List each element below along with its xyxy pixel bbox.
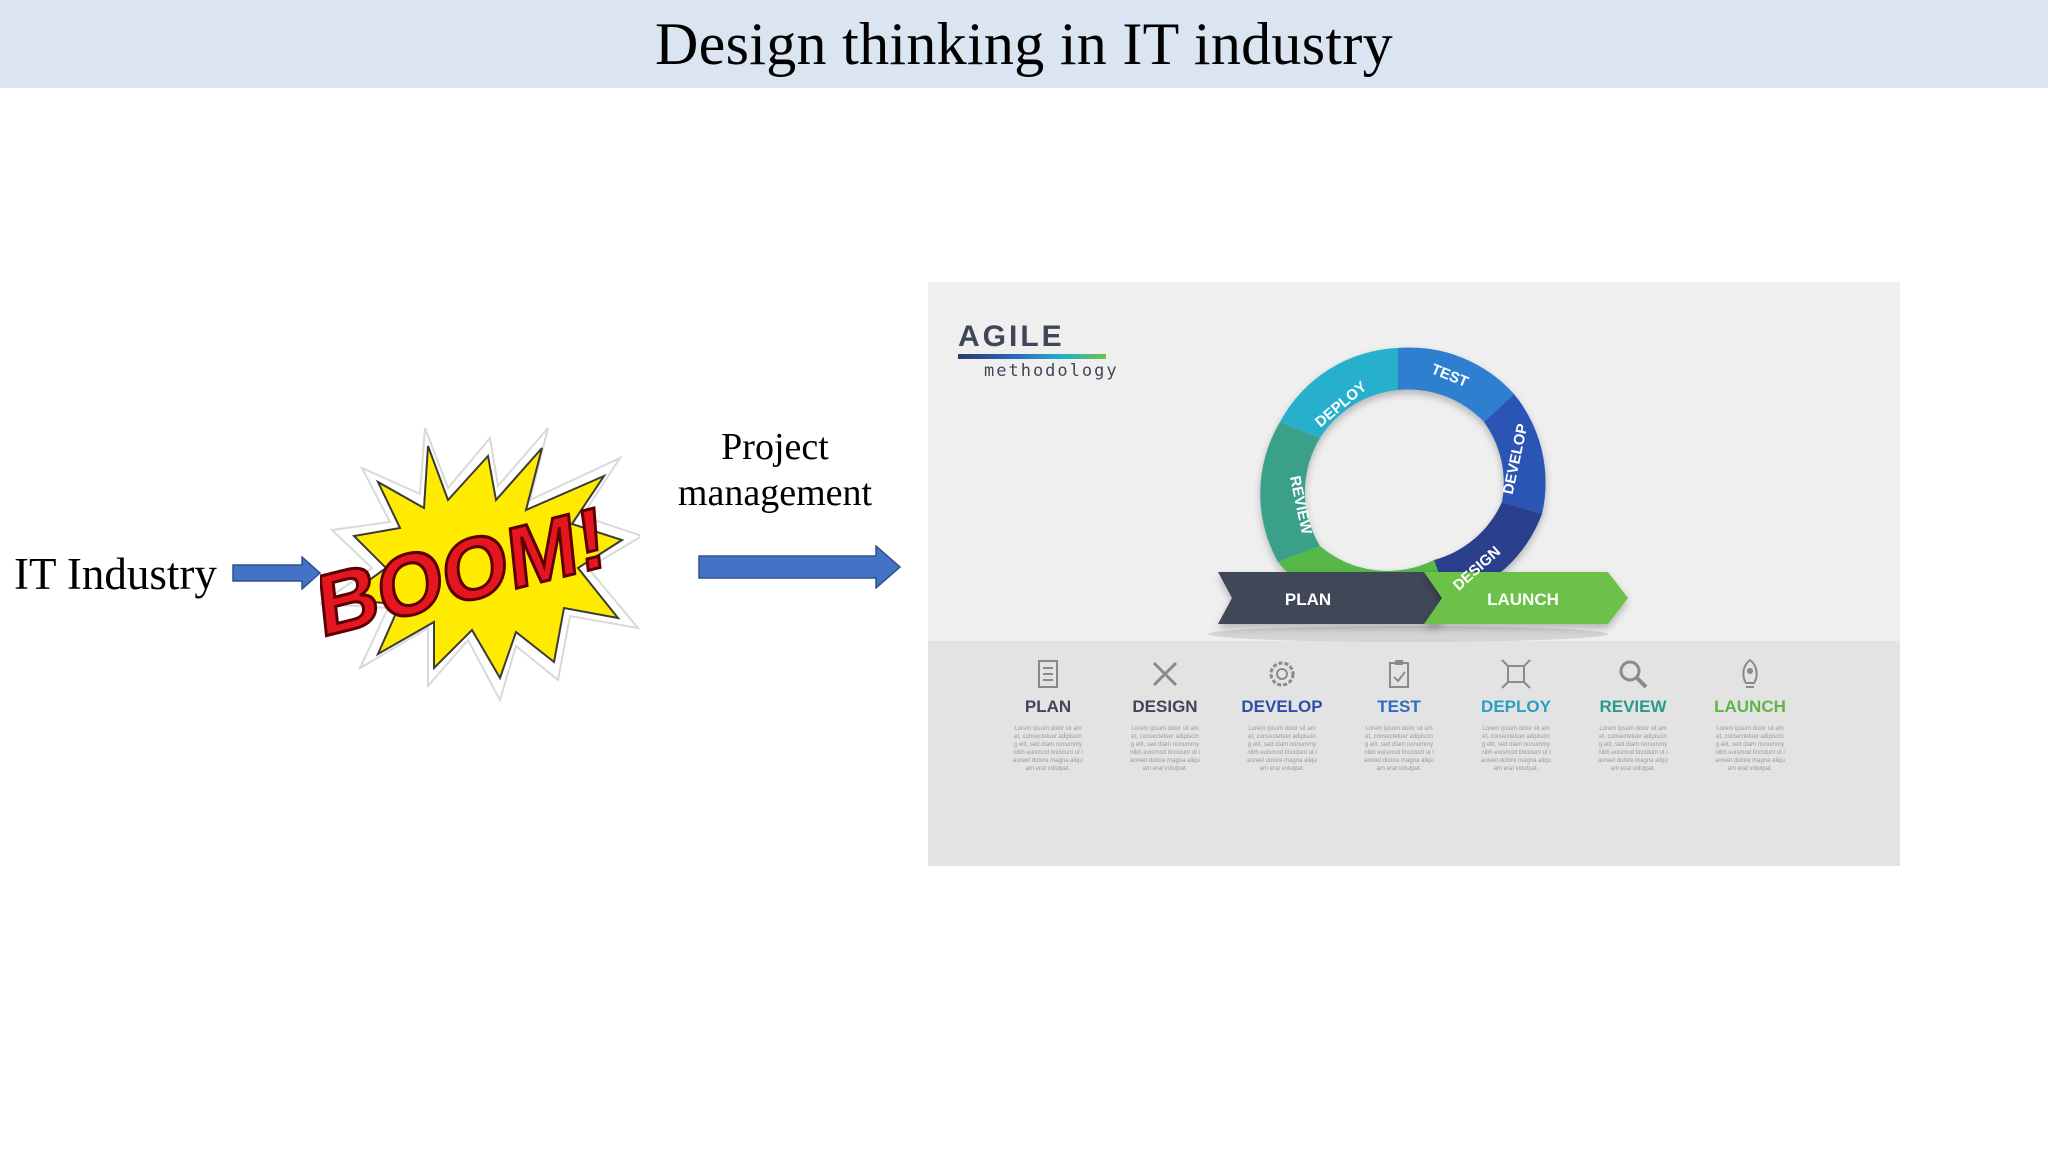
cycle-label-launch: LAUNCH: [1487, 590, 1559, 609]
document-icon: [1038, 660, 1058, 688]
phase-review: REVIEW Lorem ipsum dolor sit amet, consec…: [1583, 657, 1683, 773]
phase-description: Lorem ipsum dolor sit amet, consectetuer…: [1247, 726, 1317, 772]
arrow-right-icon: [232, 556, 322, 590]
phase-description: Lorem ipsum dolor sit amet, consectetuer…: [1715, 726, 1785, 772]
pm-label-line1: Project: [721, 426, 829, 468]
phase-description: Lorem ipsum dolor sit amet, consectetuer…: [1481, 726, 1551, 772]
phase-deploy: DEPLOY Lorem ipsum dolor sit amet, consec…: [1466, 657, 1566, 773]
rocket-icon: [1742, 658, 1758, 688]
phase-label: TEST: [1377, 697, 1421, 716]
title-bar: Design thinking in IT industry: [0, 0, 2048, 88]
phase-plan: PLAN Lorem ipsum dolor sit amet, consecte…: [998, 657, 1098, 773]
plan-band: [1218, 572, 1458, 624]
phase-description: Lorem ipsum dolor sit amet, consectetuer…: [1364, 726, 1434, 772]
agile-logo-bar: [958, 354, 1106, 359]
pm-label-line2: management: [677, 472, 873, 514]
agile-logo-title: AGILE: [958, 320, 1065, 353]
magnifier-icon: [1619, 660, 1648, 689]
it-industry-label: IT Industry: [14, 549, 217, 599]
deploy-icon: [1501, 659, 1531, 689]
phase-label: PLAN: [1024, 697, 1072, 716]
phase-label: DEPLOY: [1481, 697, 1551, 716]
agile-methodology-panel: AGILE methodology: [928, 282, 1900, 866]
phase-label: DESIGN: [1132, 697, 1198, 716]
phase-description: Lorem ipsum dolor sit amet, consectetuer…: [1013, 726, 1083, 772]
phase-test: TEST Lorem ipsum dolor sit amet, consecte…: [1349, 657, 1449, 773]
phase-description: Lorem ipsum dolor sit amet, consectetuer…: [1598, 726, 1668, 772]
agile-cycle-diagram: PLAN LAUNCH DEPLOY TEST DEVELOP REVIEW D…: [1208, 347, 1628, 642]
slide-title: Design thinking in IT industry: [655, 10, 1393, 77]
design-tools-icon: [1152, 661, 1178, 687]
phase-label: REVIEW: [1599, 697, 1667, 716]
agile-logo: AGILE methodology: [958, 322, 1119, 381]
phase-description: Lorem ipsum dolor sit amet, consectetuer…: [1130, 726, 1200, 772]
gear-brain-icon: [1269, 661, 1295, 687]
boom-burst-icon: BOOM!: [320, 427, 640, 703]
project-management-label: Project management: [660, 424, 890, 516]
phase-design: DESIGN Lorem ipsum dolor sit amet, consec…: [1115, 657, 1215, 773]
arrow-right-icon: [698, 545, 902, 589]
phase-label: LAUNCH: [1714, 697, 1786, 716]
phase-launch: LAUNCH Lorem ipsum dolor sit amet, consec…: [1700, 657, 1800, 773]
launch-band: [1424, 572, 1628, 624]
phase-label: DEVELOP: [1241, 697, 1323, 716]
agile-logo-subtitle: methodology: [984, 361, 1119, 381]
phase-develop: DEVELOP Lorem ipsum dolor sit amet, conse…: [1232, 657, 1332, 773]
phase-strip: [928, 641, 1900, 866]
clipboard-check-icon: [1389, 660, 1409, 688]
cycle-label-plan: PLAN: [1285, 590, 1331, 609]
